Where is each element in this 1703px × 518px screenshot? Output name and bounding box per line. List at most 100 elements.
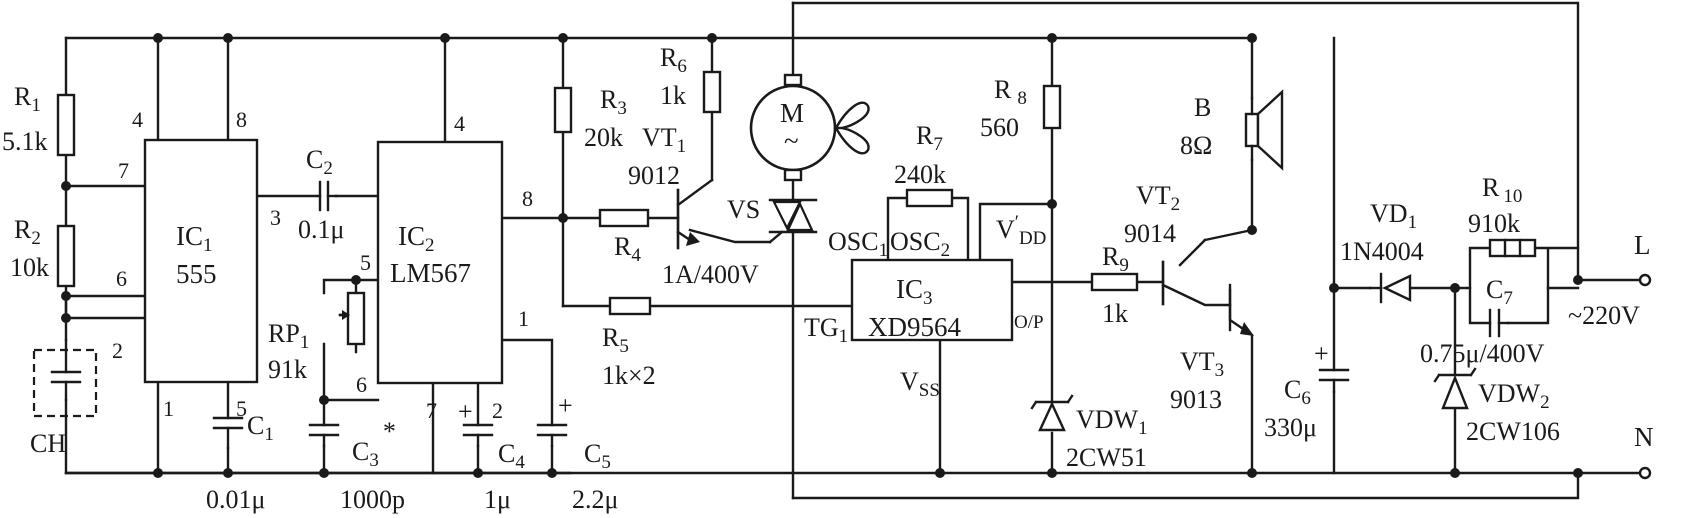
capacitors <box>32 180 1510 450</box>
r3-body <box>553 86 573 134</box>
speaker-label: B <box>1194 93 1211 122</box>
ic1-pin6: 6 <box>116 266 127 291</box>
r10-body <box>1488 238 1537 258</box>
terminal-l <box>1638 273 1652 287</box>
c3-value: 1000p <box>340 485 405 514</box>
resistors <box>56 70 1537 346</box>
r7-label: R7 <box>916 121 943 155</box>
motor-ac-symbol: ~ <box>784 126 799 156</box>
junction-dots <box>61 33 1583 478</box>
c2-label: C2 <box>306 145 333 179</box>
rp1-value: 91k <box>268 355 307 384</box>
r3-label: R3 <box>600 85 627 119</box>
vd1-part: 1N4004 <box>1340 237 1424 266</box>
ic1-box <box>143 138 259 384</box>
ic2-pin8: 8 <box>522 186 533 211</box>
c5-polarity: + <box>558 391 573 420</box>
c5-label: C5 <box>584 439 611 473</box>
c1-value: 0.01μ <box>206 485 265 514</box>
motor <box>749 73 870 182</box>
ic2-pin2: 2 <box>492 398 503 423</box>
ic3-pin-tg: TG1 <box>804 313 848 347</box>
vdw1-label: VDW1 <box>1076 405 1148 439</box>
ic3-label: IC3 <box>896 274 933 309</box>
r1-body <box>56 93 76 157</box>
ic1-label: IC1 <box>176 221 213 256</box>
ic2-pin6: 6 <box>356 372 367 397</box>
vt1-label: VT1 <box>642 123 686 157</box>
r9-value: 1k <box>1102 299 1128 328</box>
r5-body <box>608 296 652 316</box>
ic2-label: IC2 <box>398 221 435 256</box>
vt2-part: 9014 <box>1124 219 1176 248</box>
c7-label: C7 <box>1486 275 1513 309</box>
vdw2-part: 2CW106 <box>1466 417 1560 446</box>
ic3-pin-osc2: OSC2 <box>890 227 950 261</box>
ic3-box <box>850 258 1014 342</box>
rp1-label: RP1 <box>268 319 309 353</box>
r5-label: R5 <box>602 323 629 357</box>
ic1-part: 555 <box>176 259 217 289</box>
ic1-pin4: 4 <box>132 107 143 132</box>
diodes <box>1030 272 1477 432</box>
ic1-pin1: 1 <box>163 396 174 421</box>
r7-body <box>905 188 954 208</box>
speaker-value: 8Ω <box>1180 131 1212 160</box>
c5-value: 2.2μ <box>572 485 618 514</box>
r9-label: R9 <box>1102 242 1129 276</box>
vt3-label: VT3 <box>1180 347 1224 381</box>
r1-value: 5.1k <box>2 127 48 156</box>
c4-label: C4 <box>498 439 525 473</box>
r6-body <box>702 70 722 114</box>
r10-value: 910k <box>1468 209 1520 238</box>
c3-label: C3* <box>352 417 396 471</box>
r3-value: 20k <box>584 123 623 152</box>
ic1-pin8: 8 <box>236 107 247 132</box>
ic2-pin5: 5 <box>360 250 371 275</box>
r8-value: 560 <box>980 113 1019 142</box>
c4-value: 1μ <box>484 485 511 514</box>
c6-polarity: + <box>1314 339 1329 368</box>
r6-label: R6 <box>660 43 687 77</box>
vs-label: VS <box>727 195 760 224</box>
vt2-vt3-darlington <box>1161 260 1254 336</box>
ic2-pin1: 1 <box>518 306 529 331</box>
r9-body <box>1090 272 1139 292</box>
r6-value: 1k <box>660 81 686 110</box>
vt1-transistor <box>676 178 714 250</box>
ic1-pin7: 7 <box>118 158 129 183</box>
vdw1-part: 2CW51 <box>1066 443 1147 472</box>
ic2-part: LM567 <box>390 258 471 288</box>
r2-label: R2 <box>14 215 41 249</box>
triac-vs <box>768 198 818 244</box>
motor-label: M <box>780 98 804 128</box>
ch-label: CH <box>30 429 66 458</box>
ic1-pin3: 3 <box>270 205 281 230</box>
r5-value: 1k×2 <box>602 361 656 390</box>
ic3-pin-vdd: V′DD <box>996 212 1046 249</box>
terminal-l-label: L <box>1634 230 1651 260</box>
ic3-pin-op: O/P <box>1014 312 1044 333</box>
r2-body <box>56 224 76 288</box>
r7-value: 240k <box>894 160 946 189</box>
r1-label: R1 <box>14 82 41 116</box>
r4-body <box>598 208 650 228</box>
vt1-part: 9012 <box>628 161 680 190</box>
rp1-body <box>346 291 366 346</box>
c2-value: 0.1μ <box>298 215 344 244</box>
vd1-label: VD1 <box>1370 199 1417 233</box>
ic3-part: XD9564 <box>868 312 961 342</box>
c6-value: 330μ <box>1264 413 1317 442</box>
terminal-n-label: N <box>1634 422 1654 452</box>
vs-rating: 1A/400V <box>662 260 759 289</box>
vdw2-label: VDW2 <box>1478 379 1550 413</box>
ic1-pin5: 5 <box>236 396 247 421</box>
speaker <box>1244 89 1284 171</box>
terminal-n <box>1638 466 1652 480</box>
ic1-pin2: 2 <box>112 338 123 363</box>
c7-value: 0.75μ/400V <box>1420 339 1545 368</box>
